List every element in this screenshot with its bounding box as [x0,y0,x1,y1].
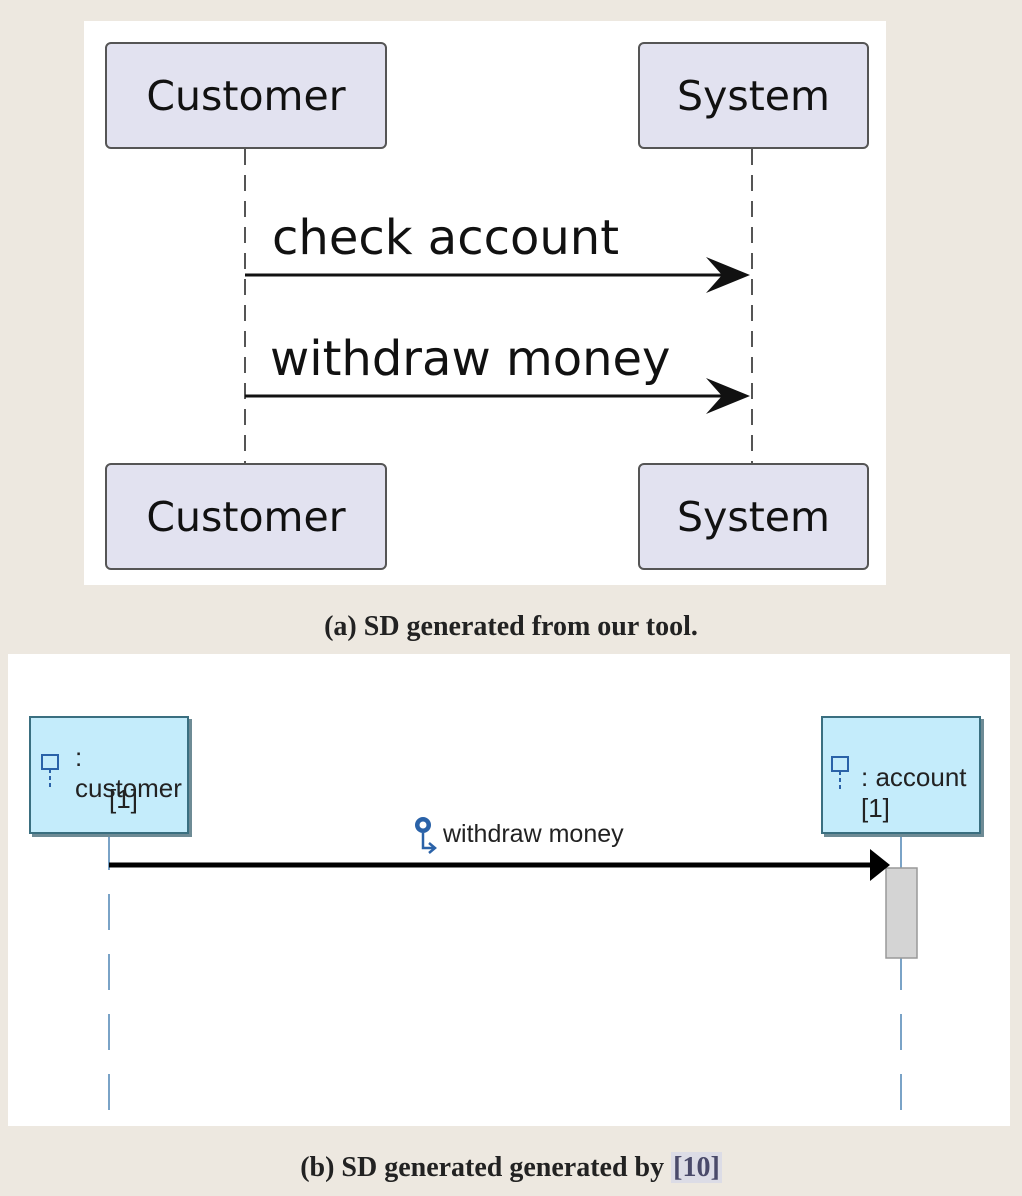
caption-b-text: (b) SD generated generated by [300,1152,672,1183]
lifeline-icon [831,756,849,790]
message-withdraw-money-b: withdraw money [443,820,624,848]
message-check-account: check account [272,210,620,266]
participant-customer-top: Customer [105,42,387,149]
diagram-b-panel: : customer [1] : account [1] withdraw mo… [8,654,1010,1126]
diagram-b-lines [108,834,918,1119]
arrowhead-withdraw-money-b [870,849,890,881]
participant-customer-bottom: Customer [105,463,387,570]
message-withdraw-money: withdraw money [270,331,671,387]
caption-a: (a) SD generated from our tool. [324,611,698,642]
participant-account-b: : account [1] [821,716,981,834]
participant-customer-multiplicity: [1] [109,784,138,814]
participant-account-name: : account [1] [861,762,967,823]
participant-customer-name: : customer [75,742,182,803]
activation-bar [885,867,918,959]
arrowhead-withdraw-money [706,378,750,414]
caption-b: (b) SD generated generated by [10] [0,1152,1022,1184]
lifeline-icon [41,754,59,788]
participant-system-top: System [638,42,869,149]
participant-system-bottom: System [638,463,869,570]
diagram-a-lines [244,149,753,464]
diagram-a-panel: Customer System check account withdraw m… [84,21,886,585]
citation-link[interactable]: [10] [671,1152,722,1183]
message-icon [415,817,437,854]
participant-customer-b: : customer [1] [29,716,189,834]
arrowhead-check-account [706,257,750,293]
